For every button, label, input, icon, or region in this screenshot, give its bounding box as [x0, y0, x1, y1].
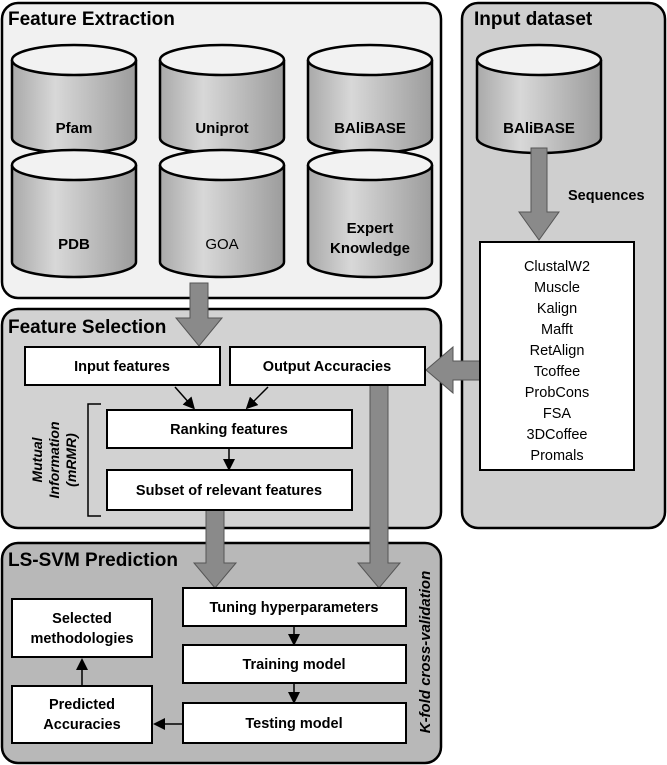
kfold-cross-validation-label: K-fold cross-validation: [417, 571, 434, 734]
testing-model-label: Testing model: [245, 716, 342, 732]
tuning-hyperparameters-label: Tuning hyperparameters: [210, 600, 379, 616]
training-model-box: [182, 644, 407, 684]
uniprot-database-icon: Uniprot: [158, 43, 286, 155]
pdb-database-icon: PDB: [10, 148, 138, 279]
ranking-features-label: Ranking features: [170, 422, 288, 438]
input-features-label: Input features: [74, 359, 170, 375]
lssvm-prediction-title: LS-SVM Prediction: [8, 550, 178, 571]
extraction-to-selection-arrow-icon: [174, 282, 224, 347]
subset-to-tuning-arrow-icon: [192, 504, 238, 589]
feature-extraction-title: Feature Extraction: [8, 9, 175, 30]
mi-label-line2: Information: [46, 422, 62, 499]
selected-methodologies-line1: Selected: [52, 611, 112, 627]
output-to-ranking-connector: [245, 386, 269, 410]
output-accuracies-label: Output Accuracies: [263, 359, 391, 375]
balibase-database-icon: BAliBASE: [306, 43, 434, 155]
selected-methodologies-line2: methodologies: [30, 631, 133, 647]
mi-label-line3: (mRMR): [63, 433, 79, 487]
subset-features-box: [106, 469, 353, 511]
method-item: Mafft: [541, 322, 573, 338]
subset-features-label: Subset of relevant features: [136, 483, 322, 499]
alignment-methods-box: [479, 241, 635, 471]
balibase-label: BAliBASE: [334, 120, 406, 137]
method-item: 3DCoffee: [527, 427, 588, 443]
input-dataset-title: Input dataset: [474, 9, 593, 30]
expert-label: Expert: [347, 220, 394, 237]
expert-knowledge-database-icon: Expert Knowledge: [306, 148, 434, 279]
input-balibase-label: BAliBASE: [503, 120, 575, 137]
input-to-ranking-connector: [174, 386, 195, 410]
method-item: Tcoffee: [534, 364, 581, 380]
ranking-features-box: [106, 409, 353, 449]
sequences-arrow-icon: [518, 147, 560, 241]
method-item: RetAlign: [530, 343, 585, 359]
predicted-accuracies-box: [11, 685, 153, 744]
method-item: Promals: [530, 448, 583, 464]
selected-methodologies-box: [11, 598, 153, 658]
predicted-accuracies-line1: Predicted: [49, 697, 115, 713]
feature-selection-title: Feature Selection: [8, 317, 166, 338]
method-item: Kalign: [537, 301, 577, 317]
accuracies-to-tuning-arrow-icon: [356, 376, 402, 589]
method-item: Muscle: [534, 280, 580, 296]
pdb-label: PDB: [58, 236, 90, 253]
predicted-accuracies-line2: Accuracies: [43, 717, 120, 733]
method-item: ClustalW2: [524, 259, 590, 275]
input-balibase-database-icon: BAliBASE: [475, 43, 603, 155]
methods-to-accuracies-arrow-icon: [425, 345, 482, 395]
goa-label: GOA: [205, 236, 238, 253]
mi-label-line1: Mutual: [29, 436, 45, 482]
mrmr-bracket: [87, 403, 101, 517]
pfam-label: Pfam: [56, 120, 93, 137]
goa-database-icon: GOA: [158, 148, 286, 279]
pfam-database-icon: Pfam: [10, 43, 138, 155]
sequences-label: Sequences: [568, 188, 645, 204]
knowledge-label: Knowledge: [330, 240, 410, 257]
method-item: ProbCons: [525, 385, 589, 401]
uniprot-label: Uniprot: [195, 120, 248, 137]
training-model-label: Training model: [242, 657, 345, 673]
tuning-hyperparameters-box: [182, 587, 407, 627]
input-features-box: [24, 346, 221, 386]
method-item: FSA: [543, 406, 572, 422]
testing-model-box: [182, 702, 407, 744]
output-accuracies-box: [229, 346, 426, 386]
